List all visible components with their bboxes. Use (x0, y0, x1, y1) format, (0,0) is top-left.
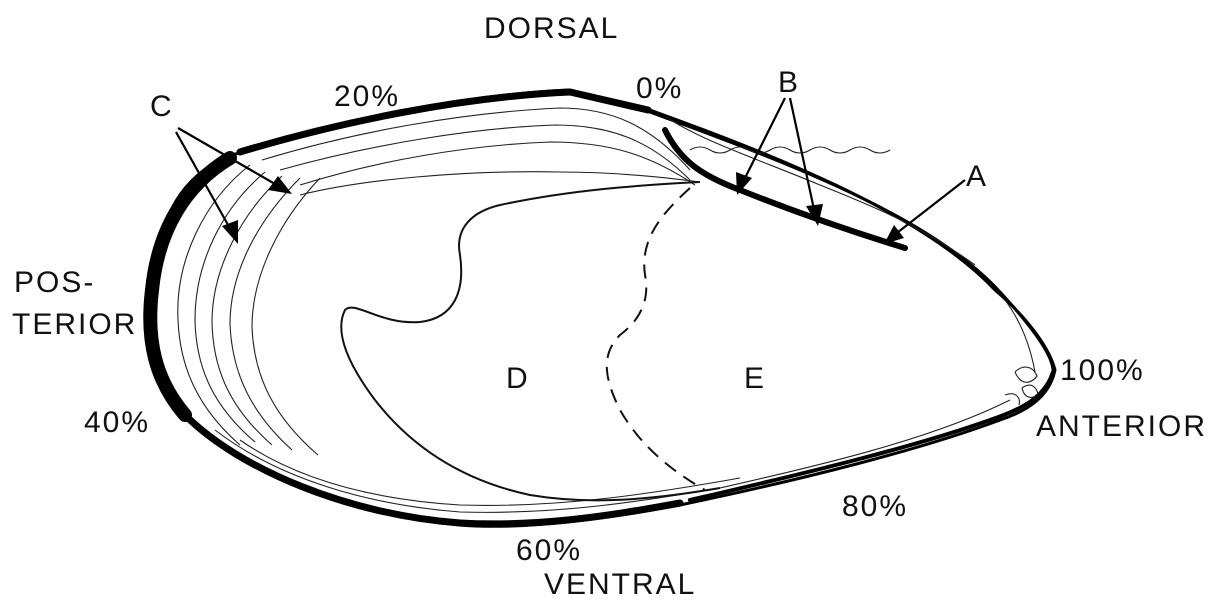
label-percent-0: 0% (636, 72, 683, 105)
label-posterior-line1: POS- (14, 266, 95, 299)
arrow-a (893, 180, 965, 236)
label-anterior: ANTERIOR (1036, 410, 1207, 443)
label-region-e: E (744, 362, 766, 395)
label-region-d: D (506, 362, 530, 395)
shell-outline (152, 90, 1055, 526)
label-percent-20: 20% (334, 80, 400, 113)
label-ventral: VENTRAL (544, 568, 696, 601)
label-region-a: A (966, 160, 988, 193)
label-percent-80: 80% (842, 490, 908, 523)
label-region-c: C (150, 90, 174, 123)
label-region-b: B (778, 66, 800, 99)
label-dorsal: DORSAL (484, 12, 619, 45)
label-percent-100: 100% (1060, 354, 1145, 387)
label-percent-60: 60% (516, 534, 582, 567)
label-posterior-line2: TERIOR (12, 308, 137, 341)
label-percent-40: 40% (84, 406, 150, 439)
